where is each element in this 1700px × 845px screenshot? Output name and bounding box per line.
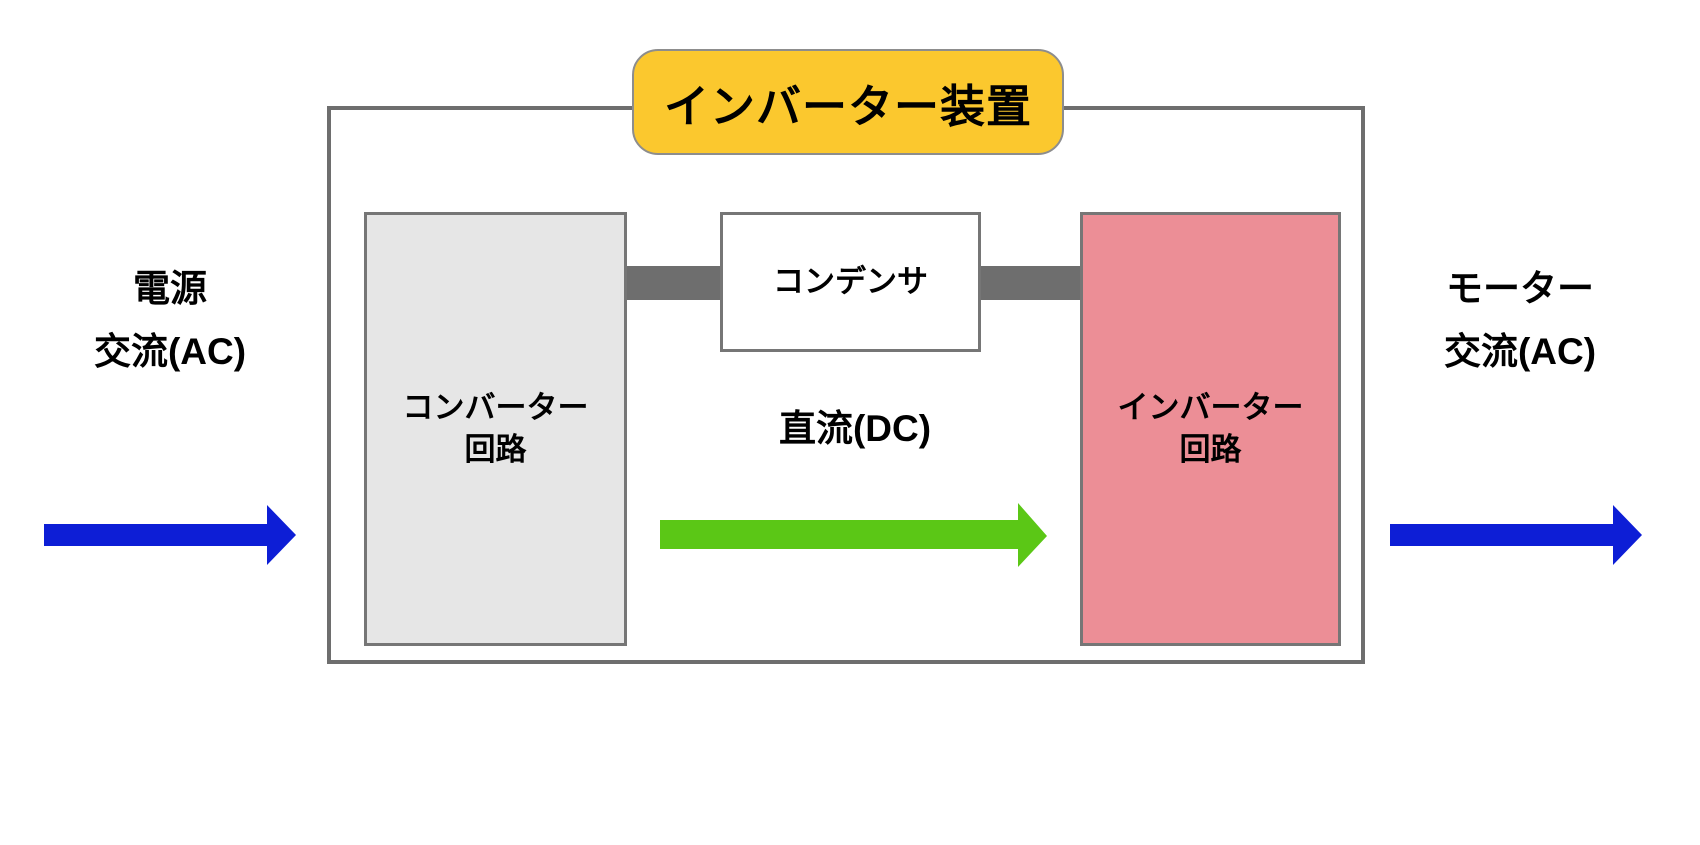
converter-circuit-label: コンバーター 回路 (402, 390, 589, 467)
inverter-circuit-label: インバーター 回路 (1117, 390, 1304, 467)
dc-bus-bar-right (977, 266, 1085, 300)
motor-line-2: 交流(AC) (1443, 330, 1597, 372)
title-badge: インバーター装置 (632, 49, 1064, 155)
dc-bus-arrow-icon (660, 500, 1047, 570)
power-source-line-1: 電源 (133, 268, 207, 309)
power-source-line-2: 交流(AC) (93, 330, 247, 372)
inverter-circuit-block: インバーター 回路 (1080, 212, 1341, 646)
motor-line-1: モーター (1446, 268, 1594, 309)
dc-bus-label: 直流(DC) (778, 408, 932, 449)
motor-label: モーター 交流(AC) (1370, 258, 1670, 384)
ac-input-arrow-icon (44, 500, 296, 570)
power-source-label: 電源 交流(AC) (20, 258, 320, 384)
dc-bus-bar-left (621, 266, 725, 300)
converter-circuit-block: コンバーター 回路 (364, 212, 627, 646)
capacitor-block: コンデンサ (720, 212, 981, 352)
title-badge-label: インバーター装置 (663, 80, 1032, 132)
capacitor-label: コンデンサ (773, 264, 928, 300)
ac-output-arrow-icon (1390, 500, 1642, 570)
